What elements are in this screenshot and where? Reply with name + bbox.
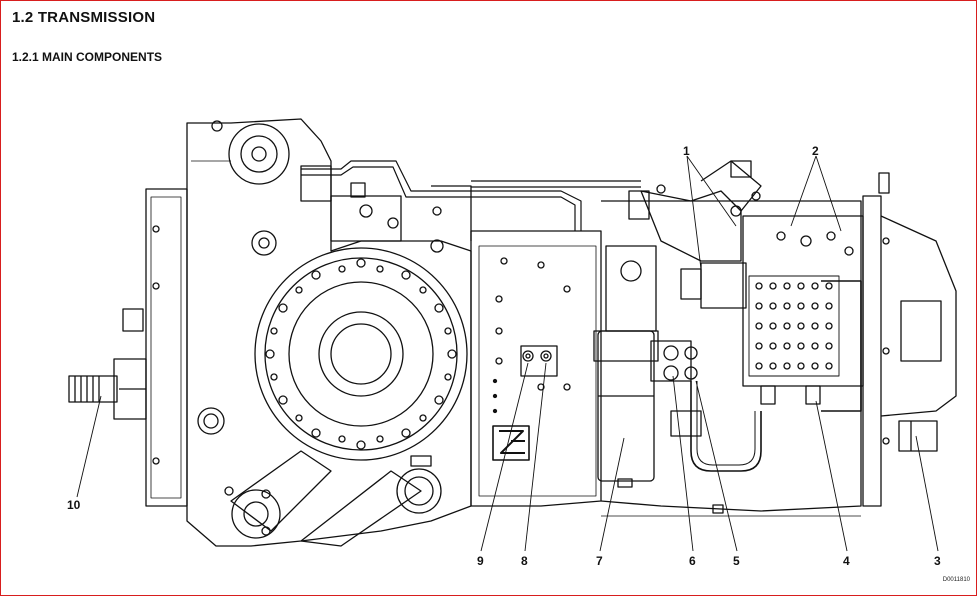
oil-filter <box>593 245 659 488</box>
leader-lines <box>76 155 939 552</box>
gear-housing <box>470 230 602 507</box>
callout-5: 5 <box>733 554 740 568</box>
callout-1: 1 <box>683 144 690 158</box>
section-title: 1.2 TRANSMISSION <box>12 9 156 26</box>
valve-block <box>742 172 890 412</box>
figure-code: D0011810 <box>942 577 970 583</box>
upper-valve-block <box>300 165 472 253</box>
callout-4: 4 <box>843 554 850 568</box>
callout-8: 8 <box>521 554 528 568</box>
callout-2: 2 <box>812 144 819 158</box>
output-shaft-left <box>68 358 147 420</box>
oil-lines <box>301 160 641 231</box>
front-cover <box>862 195 957 507</box>
subsection-title: 1.2.1 MAIN COMPONENTS <box>12 50 163 64</box>
callout-6: 6 <box>689 554 696 568</box>
callout-9: 9 <box>477 554 484 568</box>
rear-flange-plate <box>122 188 188 507</box>
solenoid-valve <box>628 160 762 309</box>
control-housing <box>600 200 862 517</box>
callout-3: 3 <box>934 554 941 568</box>
callout-10: 10 <box>67 498 81 512</box>
callout-7: 7 <box>596 554 603 568</box>
converter-housing <box>186 118 472 547</box>
